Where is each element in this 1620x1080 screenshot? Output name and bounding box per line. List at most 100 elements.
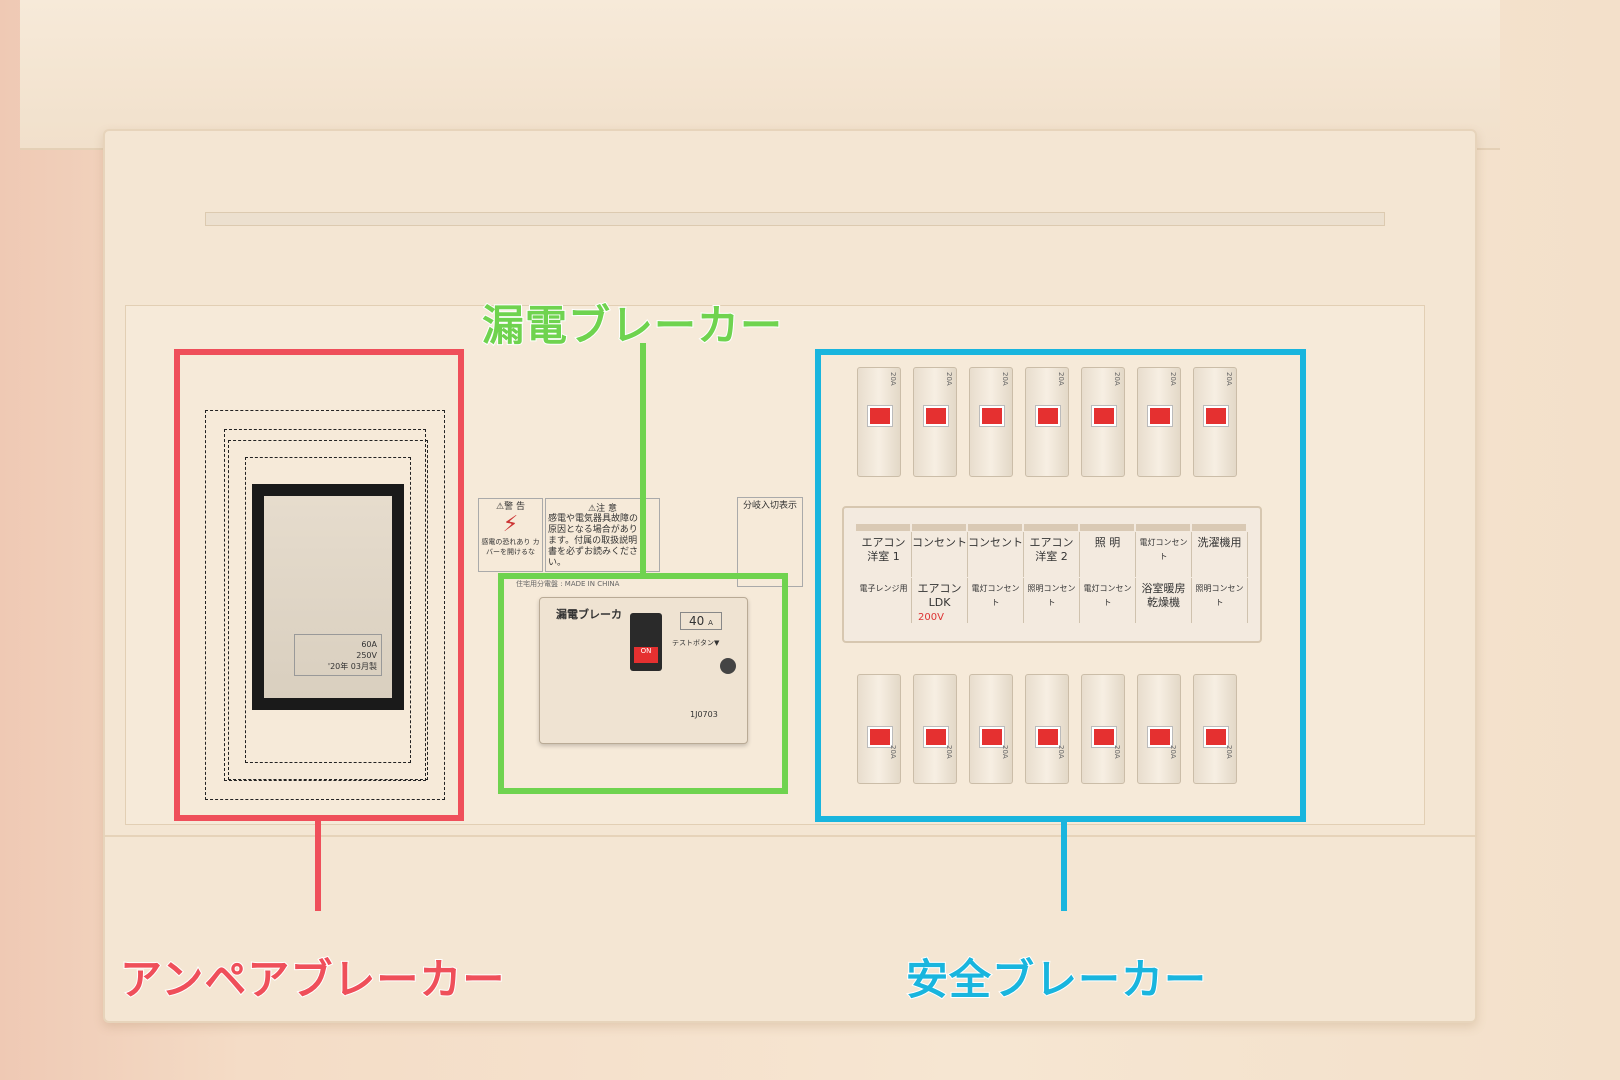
breaker-toggle[interactable] xyxy=(1092,727,1116,747)
breaker-toggle[interactable] xyxy=(924,727,948,747)
ampere-breaker-callout: アンペアブレーカー xyxy=(119,954,506,1005)
branch-indicator-label: 分岐入切表示 xyxy=(737,497,803,587)
rated-current: 40 A xyxy=(680,612,722,630)
leakage-breaker-title: 漏電ブレーカ xyxy=(556,608,622,621)
safety-breaker[interactable]: 20A xyxy=(1193,367,1237,477)
breaker-rating: 20A xyxy=(945,745,953,759)
panel-bottom-cover xyxy=(103,835,1477,935)
safety-callout-line xyxy=(1061,821,1067,911)
electric-hazard-icon: ⚡ xyxy=(502,512,519,537)
safety-breaker[interactable]: 20A xyxy=(857,367,901,477)
breaker-toggle[interactable] xyxy=(1204,406,1228,426)
safety-breaker[interactable]: 20A xyxy=(1081,674,1125,784)
safety-breaker[interactable]: 20A xyxy=(1137,367,1181,477)
breaker-rating: 20A xyxy=(1113,745,1121,759)
circuit-label: エアコン 洋室 1 xyxy=(856,532,912,577)
breaker-toggle[interactable] xyxy=(1148,727,1172,747)
circuit-number-bar xyxy=(912,524,966,531)
made-in-label: 住宅用分電盤 : MADE IN CHINA xyxy=(516,580,620,588)
circuit-number-bar xyxy=(1024,524,1078,531)
hinge-rail xyxy=(205,212,1385,226)
safety-breaker[interactable]: 20A xyxy=(969,674,1013,784)
breaker-toggle[interactable] xyxy=(1036,406,1060,426)
breaker-rating: 20A xyxy=(1169,745,1177,759)
breaker-toggle[interactable] xyxy=(980,727,1004,747)
rating: 60A xyxy=(361,640,377,649)
safety-breaker[interactable]: 20A xyxy=(913,367,957,477)
leakage-breaker-callout: 漏電ブレーカー xyxy=(481,300,784,351)
circuit-label: コンセント xyxy=(912,532,968,577)
breaker-rating: 20A xyxy=(1001,745,1009,759)
breaker-toggle[interactable] xyxy=(924,406,948,426)
breaker-rating: 20A xyxy=(1225,372,1233,386)
circuit-label: エアコン LDK xyxy=(912,578,968,623)
rated-current-value: 40 xyxy=(689,614,705,628)
breaker-rating: 20A xyxy=(889,745,897,759)
breaker-rating: 20A xyxy=(889,372,897,386)
breaker-rating: 20A xyxy=(1225,745,1233,759)
circuit-label: 洗濯機用 xyxy=(1192,532,1248,577)
switch-on-label: ON xyxy=(634,647,658,663)
breaker-toggle[interactable] xyxy=(1204,727,1228,747)
circuit-number-bar xyxy=(856,524,910,531)
breaker-rating: 20A xyxy=(1001,372,1009,386)
safety-breaker-callout: 安全ブレーカー xyxy=(905,954,1208,1005)
safety-breaker[interactable]: 20A xyxy=(1193,674,1237,784)
safety-breaker[interactable]: 20A xyxy=(913,674,957,784)
leakage-breaker: 漏電ブレーカ ON 40 A テストボタン▼ 1J0703 xyxy=(539,597,748,744)
caution-label: ⚠注 意感電や電気器具故障の原因となる場合があります。付属の取扱説明書を必ずお読… xyxy=(545,498,660,572)
safety-breaker[interactable]: 20A xyxy=(1081,367,1125,477)
ampere-breaker-cutout-guides xyxy=(205,410,445,800)
circuit-label: コンセント xyxy=(968,532,1024,577)
circuit-label: 電子レンジ用 xyxy=(856,578,912,623)
safety-breaker[interactable]: 20A xyxy=(1025,674,1069,784)
test-button[interactable] xyxy=(720,658,736,674)
ampere-rating-tag: 60A 250V '20年 03月製 xyxy=(294,634,382,676)
voltage: 250V xyxy=(356,651,377,660)
circuit-number-bar xyxy=(1136,524,1190,531)
leakage-callout-line xyxy=(640,343,646,575)
ampere-breaker-cutout-guides xyxy=(228,440,428,780)
circuit-label: 照明コンセント xyxy=(1024,578,1080,623)
circuit-label: 照明コンセント xyxy=(1192,578,1248,623)
rated-current-unit: A xyxy=(708,619,713,627)
breaker-rating: 20A xyxy=(1057,745,1065,759)
circuit-label: 電灯コンセント xyxy=(1136,532,1192,577)
breaker-toggle[interactable] xyxy=(868,727,892,747)
warning-label: ⚠警 告⚡感電の恐れあり カバーを開けるな xyxy=(478,498,543,572)
safety-breaker[interactable]: 20A xyxy=(1137,674,1181,784)
circuit-label: 浴室暖房 乾燥機 xyxy=(1136,578,1192,623)
breaker-toggle[interactable] xyxy=(868,406,892,426)
panel-door xyxy=(20,0,1500,150)
ampere-callout-line xyxy=(315,821,321,911)
ampere-breaker-highlight xyxy=(174,349,464,821)
safety-breaker[interactable]: 20A xyxy=(1025,367,1069,477)
test-button-label: テストボタン▼ xyxy=(672,639,720,647)
circuit-label: 電灯コンセント xyxy=(968,578,1024,623)
circuit-number-bar xyxy=(1080,524,1134,531)
circuit-number-bar xyxy=(968,524,1022,531)
caution-text: 感電や電気器具故障の原因となる場合があります。付属の取扱説明書を必ずお読みくださ… xyxy=(548,514,639,568)
breaker-toggle[interactable] xyxy=(1036,727,1060,747)
breaker-rating: 20A xyxy=(1113,372,1121,386)
branch-indicator-title: 分岐入切表示 xyxy=(742,501,797,511)
breaker-rating: 20A xyxy=(1169,372,1177,386)
leakage-breaker-highlight xyxy=(498,573,788,794)
warning-text: 感電の恐れあり カバーを開けるな xyxy=(481,538,540,556)
caution-title: ⚠注 意 xyxy=(588,504,617,514)
model-code: 1J0703 xyxy=(690,710,718,719)
breaker-rating: 20A xyxy=(1057,372,1065,386)
circuit-label: エアコン 洋室 2 xyxy=(1024,532,1080,577)
breaker-toggle[interactable] xyxy=(980,406,1004,426)
ampere-breaker: 60A 250V '20年 03月製 xyxy=(252,484,404,710)
breaker-toggle[interactable] xyxy=(1092,406,1116,426)
circuit-label: 照 明 xyxy=(1080,532,1136,577)
manufacture-date: '20年 03月製 xyxy=(327,662,377,671)
safety-breakers-highlight xyxy=(815,349,1306,822)
safety-breaker[interactable]: 20A xyxy=(857,674,901,784)
breaker-toggle[interactable] xyxy=(1148,406,1172,426)
safety-breaker[interactable]: 20A xyxy=(969,367,1013,477)
breaker-rating: 20A xyxy=(945,372,953,386)
leakage-breaker-switch[interactable]: ON xyxy=(630,613,662,671)
